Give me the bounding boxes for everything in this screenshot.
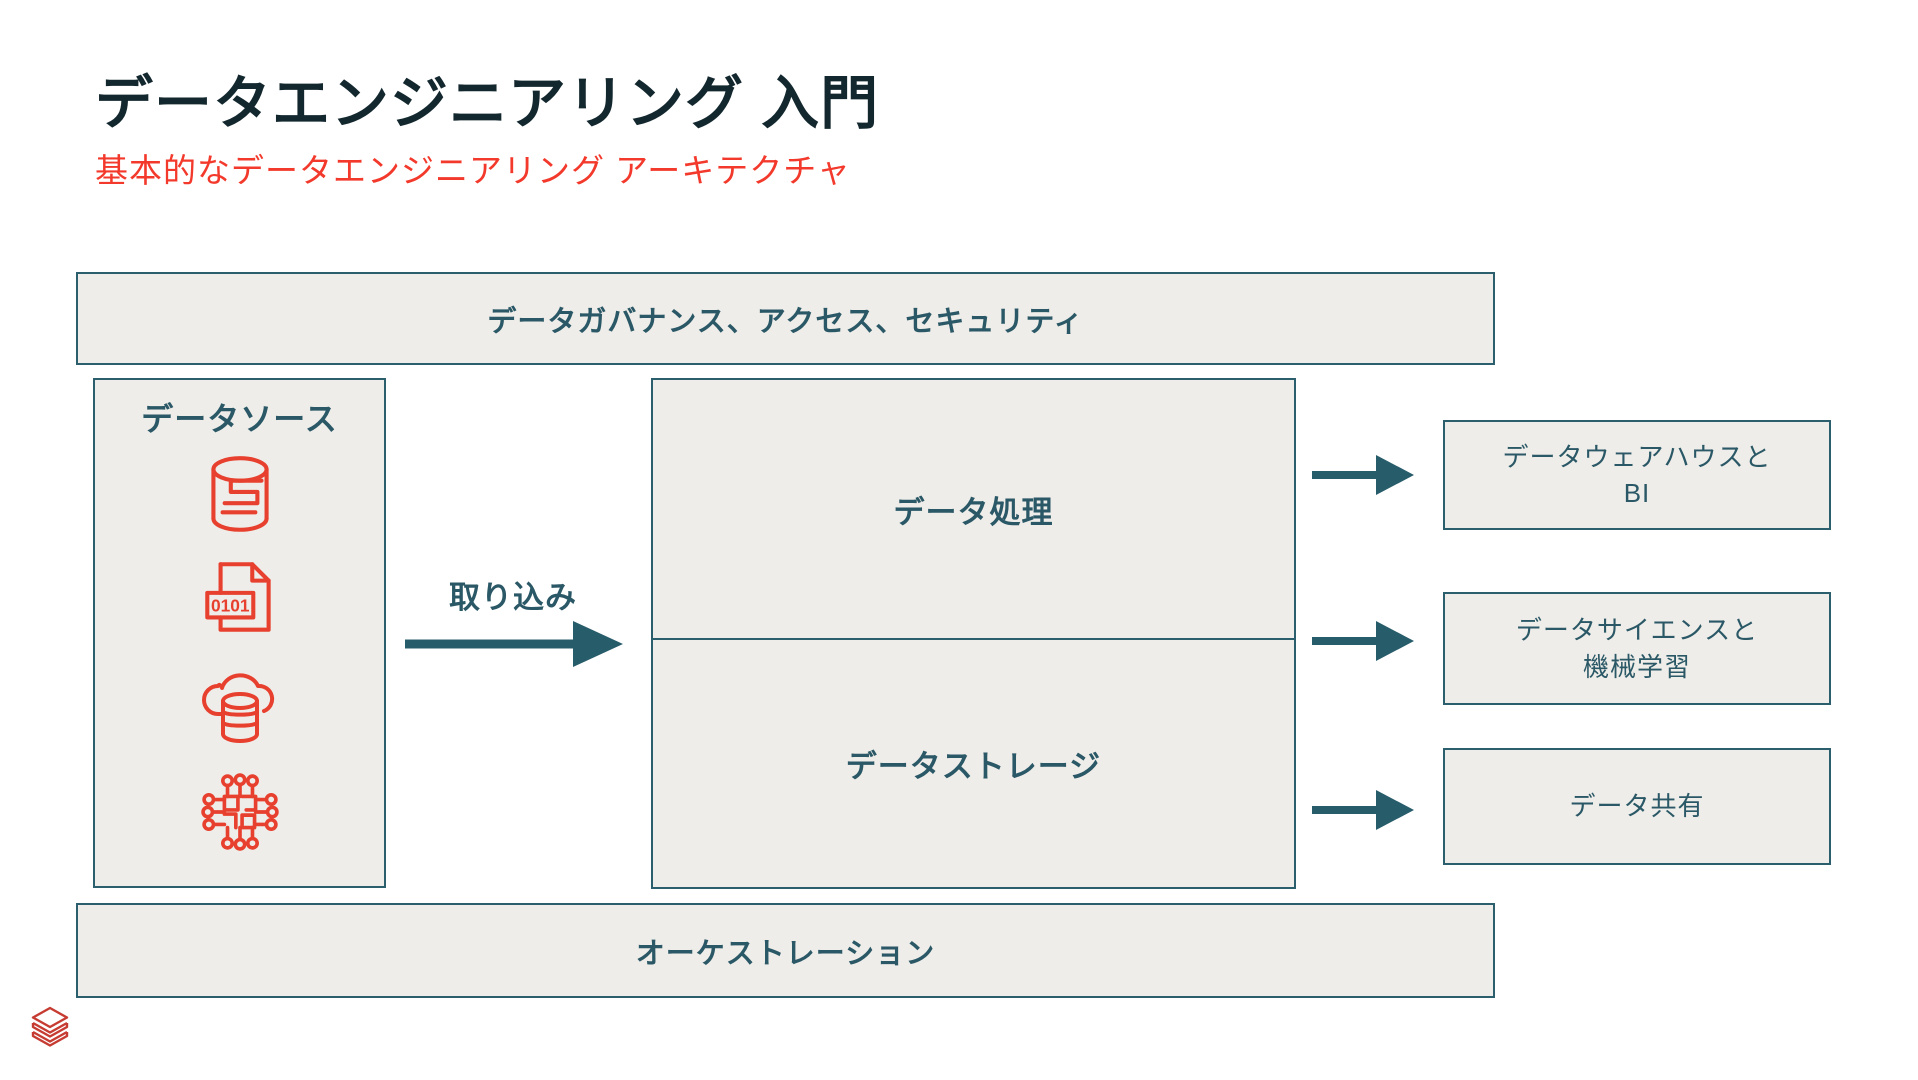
storage-label: データストレージ: [845, 749, 1102, 784]
output-label-line: データウェアハウスと: [1502, 441, 1772, 472]
governance-bar: データガバナンス、アクセス、セキュリティ: [76, 272, 1495, 365]
output-label-line: 機械学習: [1582, 651, 1691, 682]
ingest-arrow-icon: [405, 621, 623, 667]
arrow-to-warehouse-bi-icon: [1312, 455, 1414, 495]
circuit-icon: [200, 773, 279, 851]
data-sources-icon-stack: 0101: [188, 450, 292, 864]
output-label-line: BI: [1623, 478, 1651, 508]
processing-storage-box: データ処理 データストレージ: [651, 378, 1296, 889]
output-box-science-ml: データサイエンスと 機械学習: [1443, 592, 1831, 705]
output-label-line: データ共有: [1569, 791, 1705, 822]
binary-file-icon: 0101: [204, 562, 271, 632]
output-label-line: データサイエンスと: [1515, 615, 1759, 646]
data-sources-label: データソース: [141, 401, 338, 437]
processing-label: データ処理: [893, 494, 1054, 530]
page-subtitle: 基本的なデータエンジニアリング アーキテクチャ: [95, 152, 851, 189]
databricks-logo: [31, 1006, 69, 1047]
arrow-to-science-ml-icon: [1312, 621, 1414, 661]
output-box-sharing: データ共有: [1443, 748, 1831, 865]
arrow-to-sharing-icon: [1312, 790, 1414, 830]
orchestration-bar: オーケストレーション: [76, 903, 1495, 998]
database-icon: [210, 456, 269, 532]
page-title: データエンジニアリング 入門: [95, 71, 880, 136]
data-sources-box: データソース 0101: [93, 378, 386, 888]
orchestration-bar-label: オーケストレーション: [635, 937, 936, 970]
output-box-warehouse-bi: データウェアハウスと BI: [1443, 420, 1831, 530]
svg-text:0101: 0101: [210, 595, 249, 615]
ingest-label: 取り込み: [449, 580, 577, 615]
processing-cell: データ処理: [653, 380, 1294, 640]
storage-cell: データストレージ: [653, 640, 1294, 887]
governance-bar-label: データガバナンス、アクセス、セキュリティ: [487, 305, 1084, 338]
cloud-database-icon: [201, 673, 274, 743]
